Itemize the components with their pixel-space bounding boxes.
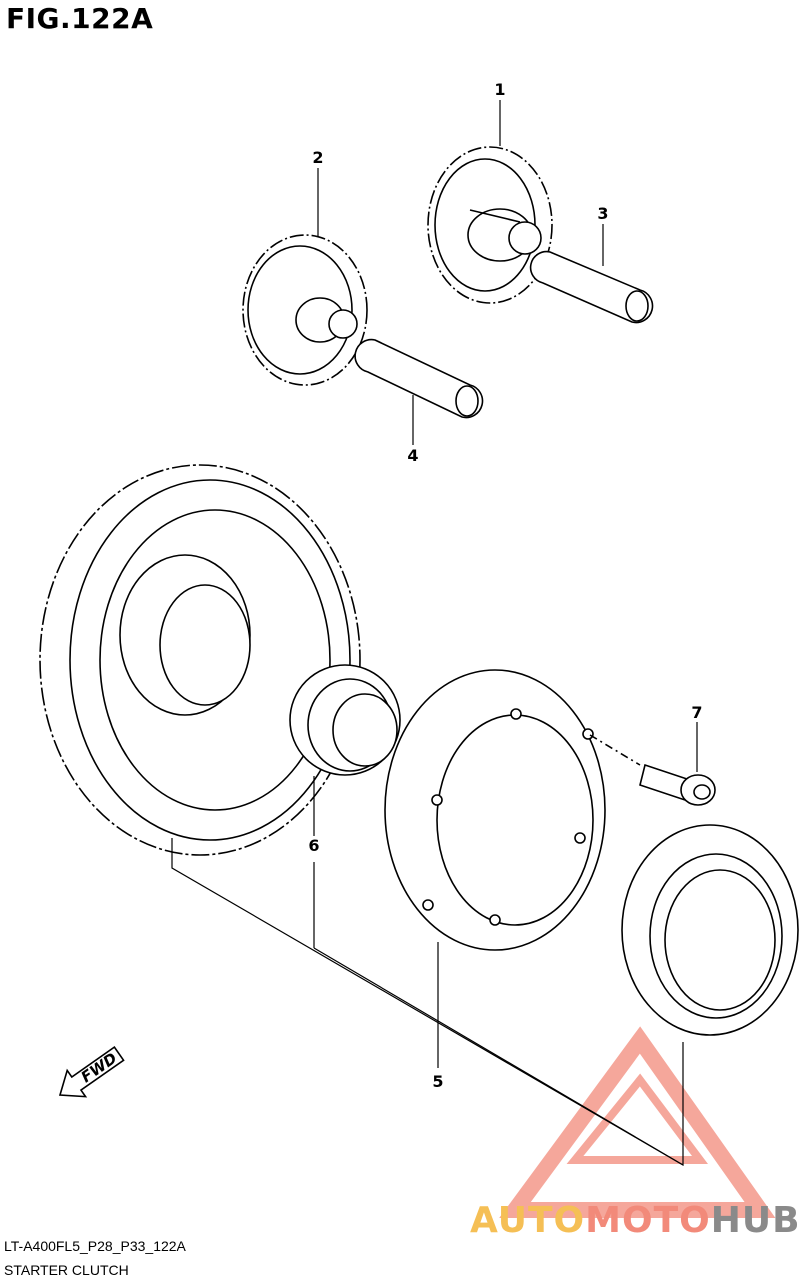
- callout-3: 3: [597, 204, 608, 223]
- figure-name: STARTER CLUTCH: [4, 1262, 129, 1278]
- part-4-shaft: [354, 338, 484, 419]
- fwd-arrow-icon: FWD: [58, 1046, 125, 1098]
- callout-2: 2: [312, 148, 323, 167]
- callout-1: 1: [494, 80, 505, 99]
- callout-5: 5: [432, 1072, 443, 1091]
- part-5-clutch-body: [384, 669, 606, 951]
- starter-driven-gear: [39, 464, 361, 856]
- one-way-clutch: [621, 824, 799, 1036]
- figure-title: FIG.122A: [6, 2, 154, 35]
- figure-code: LT-A400FL5_P28_P33_122A: [4, 1238, 186, 1254]
- watermark-logo-icon: [499, 1026, 776, 1218]
- callout-7: 7: [691, 703, 702, 722]
- leader-lines: [171, 100, 698, 1167]
- part-1-idle-gear: [427, 146, 553, 304]
- watermark-text: AUTOMOTOHUB: [470, 1200, 800, 1241]
- callout-6: 6: [308, 836, 319, 855]
- part-7-bolt: [589, 734, 716, 806]
- watermark-part1: AUTO: [470, 1200, 586, 1241]
- part-3-shaft: [529, 250, 654, 324]
- part-2-gear: [242, 234, 368, 386]
- watermark-part3: HUB: [710, 1200, 800, 1241]
- part-6-needle-bearing: [289, 664, 401, 776]
- callout-4: 4: [407, 446, 418, 465]
- watermark-part2: MOTO: [585, 1200, 711, 1241]
